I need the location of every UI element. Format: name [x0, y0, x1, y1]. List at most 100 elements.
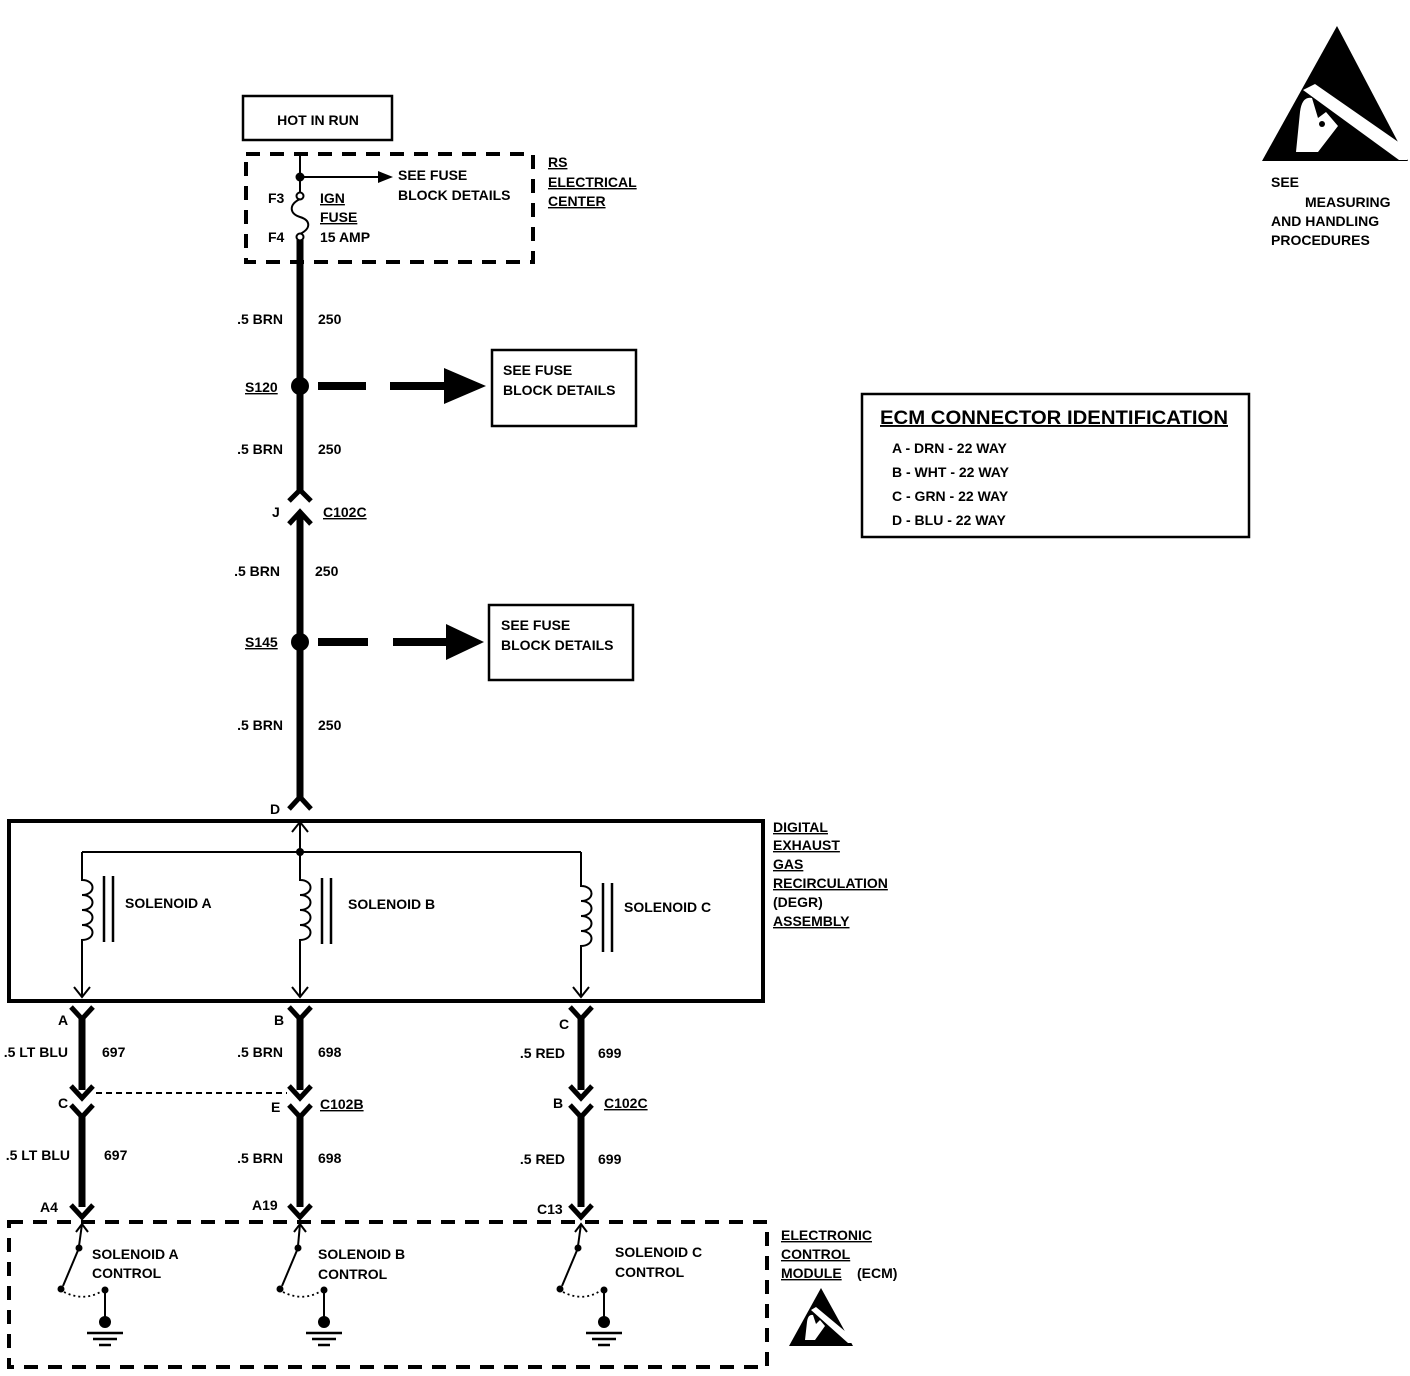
wire-color-label: .5 BRN: [237, 311, 283, 327]
degr-assembly: SOLENOID A SOLENOID B SOLENOID C: [7, 819, 765, 1003]
solenoid-label: SOLENOID A: [125, 895, 212, 911]
splice-dot: [291, 633, 309, 651]
circuit-number-label: 250: [318, 311, 342, 327]
wire-color-label: .5 BRN: [237, 717, 283, 733]
ground-terminal: [318, 1316, 330, 1328]
degr-name-line-2: EXHAUST: [773, 837, 840, 853]
splice-id: S120: [245, 379, 278, 395]
switch-blade: [281, 1247, 299, 1287]
ground-icon: [586, 1316, 622, 1347]
solenoid-a-control-switch: SOLENOID A CONTROL: [57, 1222, 179, 1347]
solenoid-b: SOLENOID B: [291, 852, 435, 999]
connector-male-half: [69, 1084, 95, 1102]
inline-pin-label: B: [553, 1095, 563, 1111]
solenoid-coil-icon: [580, 852, 593, 997]
solenoid-b-control-switch: SOLENOID B CONTROL: [276, 1222, 405, 1347]
fuse-block-reference-line-1: SEE FUSE: [398, 167, 467, 183]
fuse-name-line-1: IGN: [320, 190, 345, 206]
fuse-block-reference-line-2: BLOCK DETAILS: [398, 187, 511, 203]
fuse-terminal-bottom: [295, 232, 305, 242]
ecm-pin-label: A4: [40, 1199, 58, 1215]
switch-label-line-2: CONTROL: [92, 1265, 162, 1281]
reference-line-2: BLOCK DETAILS: [501, 637, 614, 653]
solenoid-c-control-switch: SOLENOID C CONTROL: [556, 1222, 702, 1347]
fuse-element: [290, 198, 310, 235]
ground-icon: [87, 1316, 123, 1347]
switch-contact: [556, 1285, 564, 1293]
degr-pin-label: B: [274, 1012, 284, 1028]
connector-male-half: [287, 1084, 313, 1102]
degr-name-line-6: ASSEMBLY: [773, 913, 850, 929]
circuit-number-label: 698: [318, 1150, 342, 1166]
connector-male-half: [568, 1084, 594, 1102]
circuit-number-label: 699: [598, 1045, 622, 1061]
power-source-label: HOT IN RUN: [277, 112, 359, 128]
ecm-name-line-2: CONTROL: [781, 1246, 851, 1262]
degr-pin-label: C: [559, 1016, 569, 1032]
fuse-input-terminal: F3: [268, 190, 285, 206]
connector-pin-label: D: [270, 801, 280, 817]
connector-female-half: [287, 1103, 313, 1121]
fuse-terminal-top: [295, 191, 305, 201]
esd-warning-icon: [1262, 26, 1408, 161]
ecm-outline: [7, 1220, 769, 1369]
switch-label-line-1: SOLENOID C: [615, 1244, 702, 1260]
switch-blade: [62, 1247, 80, 1287]
esd-notice-line-1: SEE: [1271, 174, 1299, 190]
control-circuit-697: A .5 LT BLU 697 C .5 LT BLU 697 A4: [4, 1005, 128, 1221]
inline-pin-label: E: [271, 1099, 280, 1115]
arrowhead-icon: [378, 171, 393, 183]
inline-pin-label: C: [58, 1095, 68, 1111]
ecm-connector-identification-title: ECM CONNECTOR IDENTIFICATION: [880, 408, 1228, 429]
connector-id-row: C - GRN - 22 WAY: [892, 488, 1009, 504]
esd-notice-line-4: PROCEDURES: [1271, 232, 1370, 248]
control-circuit-699: C .5 RED 699 B C102C .5 RED 699 C13: [520, 1005, 648, 1221]
wire-color-label: .5 BRN: [237, 1150, 283, 1166]
switch-contact: [57, 1285, 65, 1293]
connector-id-row: A - DRN - 22 WAY: [892, 440, 1008, 456]
fuse-icon: [290, 191, 310, 242]
solenoid-label: SOLENOID B: [348, 896, 435, 912]
electrical-center-outline: [244, 152, 535, 264]
degr-connector-pin-d: D: [270, 793, 313, 833]
connector-female-half: [287, 793, 313, 811]
degr-pin-label: A: [58, 1012, 68, 1028]
splice-dot: [291, 377, 309, 395]
esd-hand: [805, 1314, 825, 1340]
ecm-connector-identification-outline: [860, 392, 1251, 539]
ground-terminal: [99, 1316, 111, 1328]
switch-label-line-1: SOLENOID A: [92, 1246, 179, 1262]
splice-s120: S120 SEE FUSE BLOCK DETAILS: [245, 348, 638, 428]
solenoid-c: SOLENOID C: [572, 852, 711, 999]
wire-color-label: .5 BRN: [237, 441, 283, 457]
esd-notice-line-3: AND HANDLING: [1271, 213, 1379, 229]
degr-name-line-1: DIGITAL: [773, 819, 828, 835]
connector-id-row: B - WHT - 22 WAY: [892, 464, 1010, 480]
ground-terminal: [598, 1316, 610, 1328]
switch-feed: [78, 1223, 83, 1247]
esd-slash: [811, 1307, 852, 1343]
wire-color-label: .5 RED: [520, 1045, 565, 1061]
splice-s145: S145 SEE FUSE BLOCK DETAILS: [245, 603, 635, 682]
switch-contact: [276, 1285, 284, 1293]
circuit-number-label: 697: [104, 1147, 128, 1163]
switch-blade: [561, 1247, 579, 1287]
wire-color-label: .5 BRN: [234, 563, 280, 579]
electrical-center-name-line-1: RS: [548, 154, 567, 170]
connector-female-half: [568, 1103, 594, 1121]
connector-terminal-arrow: [572, 986, 590, 999]
esd-hand: [1296, 97, 1338, 152]
connector-name-label: C102C: [323, 504, 367, 520]
esd-notice-line-2: MEASURING: [1305, 194, 1391, 210]
connector-terminal-arrow: [73, 986, 91, 999]
arrowhead-icon: [446, 624, 484, 660]
switch-link-dotted: [282, 1290, 322, 1298]
solenoid-coil-icon: [81, 852, 94, 997]
reference-line-2: BLOCK DETAILS: [503, 382, 616, 398]
connector-pin-label: J: [272, 504, 280, 520]
connector-female-half: [287, 1005, 313, 1023]
connector-female-half: [568, 1005, 594, 1023]
esd-warning-icon: [789, 1288, 853, 1346]
esd-fingertip: [1319, 121, 1325, 127]
